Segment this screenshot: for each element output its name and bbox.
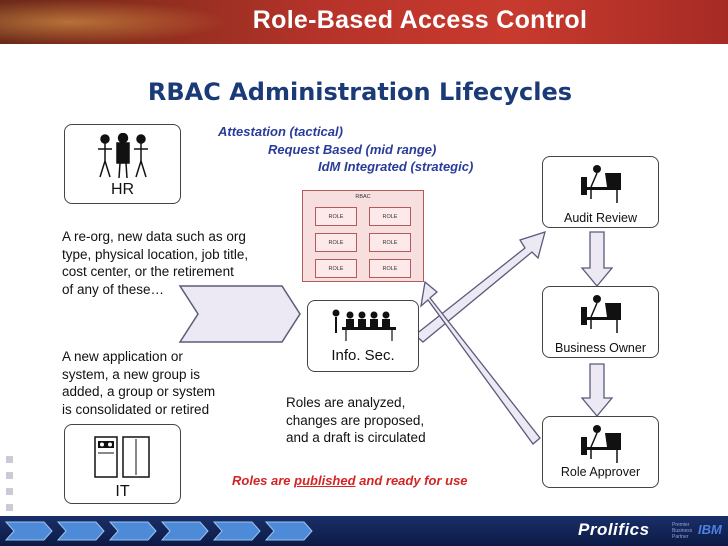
footer-bar [0,516,728,546]
brand-logo: Prolifics [578,520,650,539]
roles-desc-line: changes are proposed, [286,412,425,428]
infosec-node: Info. Sec. [307,300,419,372]
hr-description: A re-org, new data such as org type, phy… [62,228,282,298]
arrow-audit-to-owner [580,231,614,288]
side-dots-decoration [6,456,13,511]
hr-desc-line: cost center, or the retirement [62,264,234,279]
approver-node: Role Approver [542,416,659,488]
owner-node: Business Owner [542,286,659,358]
lifecycle-request-based: Request Based (mid range) [268,142,437,157]
partner-line: Business [672,528,693,534]
ibm-logo: IBM [698,522,722,537]
audit-label: Audit Review [564,211,637,225]
role-box: ROLE [369,259,411,278]
role-box: ROLE [315,233,357,252]
header-artwork [0,0,230,44]
approver-label: Role Approver [560,465,641,479]
partner-line: Partner [672,534,689,540]
lifecycle-idm-integrated: IdM Integrated (strategic) [318,159,474,174]
owner-label: Business Owner [554,341,646,355]
published-pre: Roles are [232,473,295,488]
desk-worker-icon [581,425,621,463]
published-word: published [294,473,356,488]
audit-node: Audit Review [542,156,659,228]
infosec-label: Info. Sec. [331,347,395,364]
it-desc-line: is consolidated or retired [62,401,210,417]
people-icon [98,133,148,179]
desk-worker-icon [581,165,621,203]
arrow-from-approver [420,280,541,445]
roles-desc-line: and a draft is circulated [286,430,426,445]
slide-subtitle: RBAC Administration Lifecycles [147,78,573,106]
hr-desc-line: of any of these… [62,281,165,297]
role-box: ROLE [315,259,357,278]
hr-label: HR [110,181,135,198]
server-icon [94,436,150,478]
it-desc-line: system, a new group is [62,366,201,382]
partner-badge: Premier Business Partner [672,522,692,540]
hr-desc-line: type, physical location, job title, [62,246,249,262]
role-box: ROLE [315,207,357,226]
input-chevron-arrow [178,285,301,343]
role-box: ROLE [369,207,411,226]
arrow-to-audit [413,231,546,343]
roles-description: Roles are analyzed, changes are proposed… [286,394,486,447]
page-title: Role-Based Access Control [252,6,588,34]
it-node: IT [64,424,181,504]
arrow-owner-to-approver [580,363,614,418]
partner-line: Premier [672,522,690,528]
published-note: Roles are published and ready for use [232,473,468,488]
desk-worker-icon [581,295,621,333]
roles-desc-line: Roles are analyzed, [286,395,406,410]
hr-desc-line: A re-org, new data such as org [62,229,246,244]
hr-node: HR [64,124,181,204]
footer-chevrons [4,521,313,541]
it-description: A new application or system, a new group… [62,348,262,418]
it-desc-line: added, a group or system [62,384,216,399]
rbac-container: RBAC ROLE ROLE ROLE ROLE ROLE ROLE [302,190,424,282]
meeting-icon [332,309,396,341]
published-post: and ready for use [355,473,468,488]
role-box: ROLE [369,233,411,252]
it-label: IT [115,483,130,500]
it-desc-line: A new application or [62,349,183,364]
rbac-title: RBAC [355,194,371,200]
lifecycle-attestation: Attestation (tactical) [218,124,343,139]
